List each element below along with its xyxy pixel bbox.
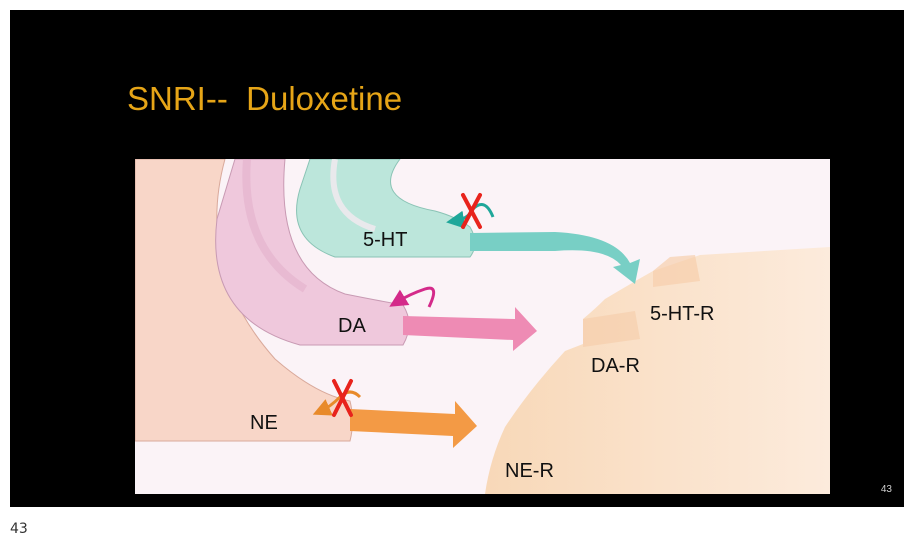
slide-title: SNRI-- Duloxetine: [127, 80, 403, 117]
synapse-diagram: 5-HT DA NE 5-HT-R DA-R NE-R: [135, 159, 830, 494]
dopamine-receptor-label: DA-R: [591, 355, 640, 377]
norepinephrine-release-arrow: [350, 401, 477, 448]
slide-number: 43: [880, 484, 892, 495]
slide: SNRI-- Duloxetine: [10, 10, 904, 507]
norepinephrine-receptor-label: NE-R: [505, 460, 554, 482]
postsynaptic-neuron: [485, 247, 830, 494]
serotonin-release-arrow: [470, 232, 640, 284]
serotonin-receptor-label: 5-HT-R: [650, 303, 714, 325]
postsynaptic-step-1: [653, 255, 700, 287]
serotonin-label: 5-HT: [363, 229, 407, 251]
serotonin-neuron-terminal: [296, 159, 476, 258]
dopamine-reuptake-arrow: [389, 286, 436, 308]
postsynaptic-step-2: [583, 311, 640, 347]
serotonin-reuptake-block-mark: [461, 193, 482, 229]
norepinephrine-label: NE: [250, 412, 278, 434]
dopamine-release-arrow: [403, 307, 537, 351]
serotonin-neuron-inner-stripe: [330, 159, 376, 232]
page-number: 43: [10, 521, 28, 537]
norepinephrine-reuptake-block-mark: [332, 379, 353, 417]
da-neuron-inner-stripe: [242, 159, 308, 293]
dopamine-label: DA: [338, 315, 366, 337]
